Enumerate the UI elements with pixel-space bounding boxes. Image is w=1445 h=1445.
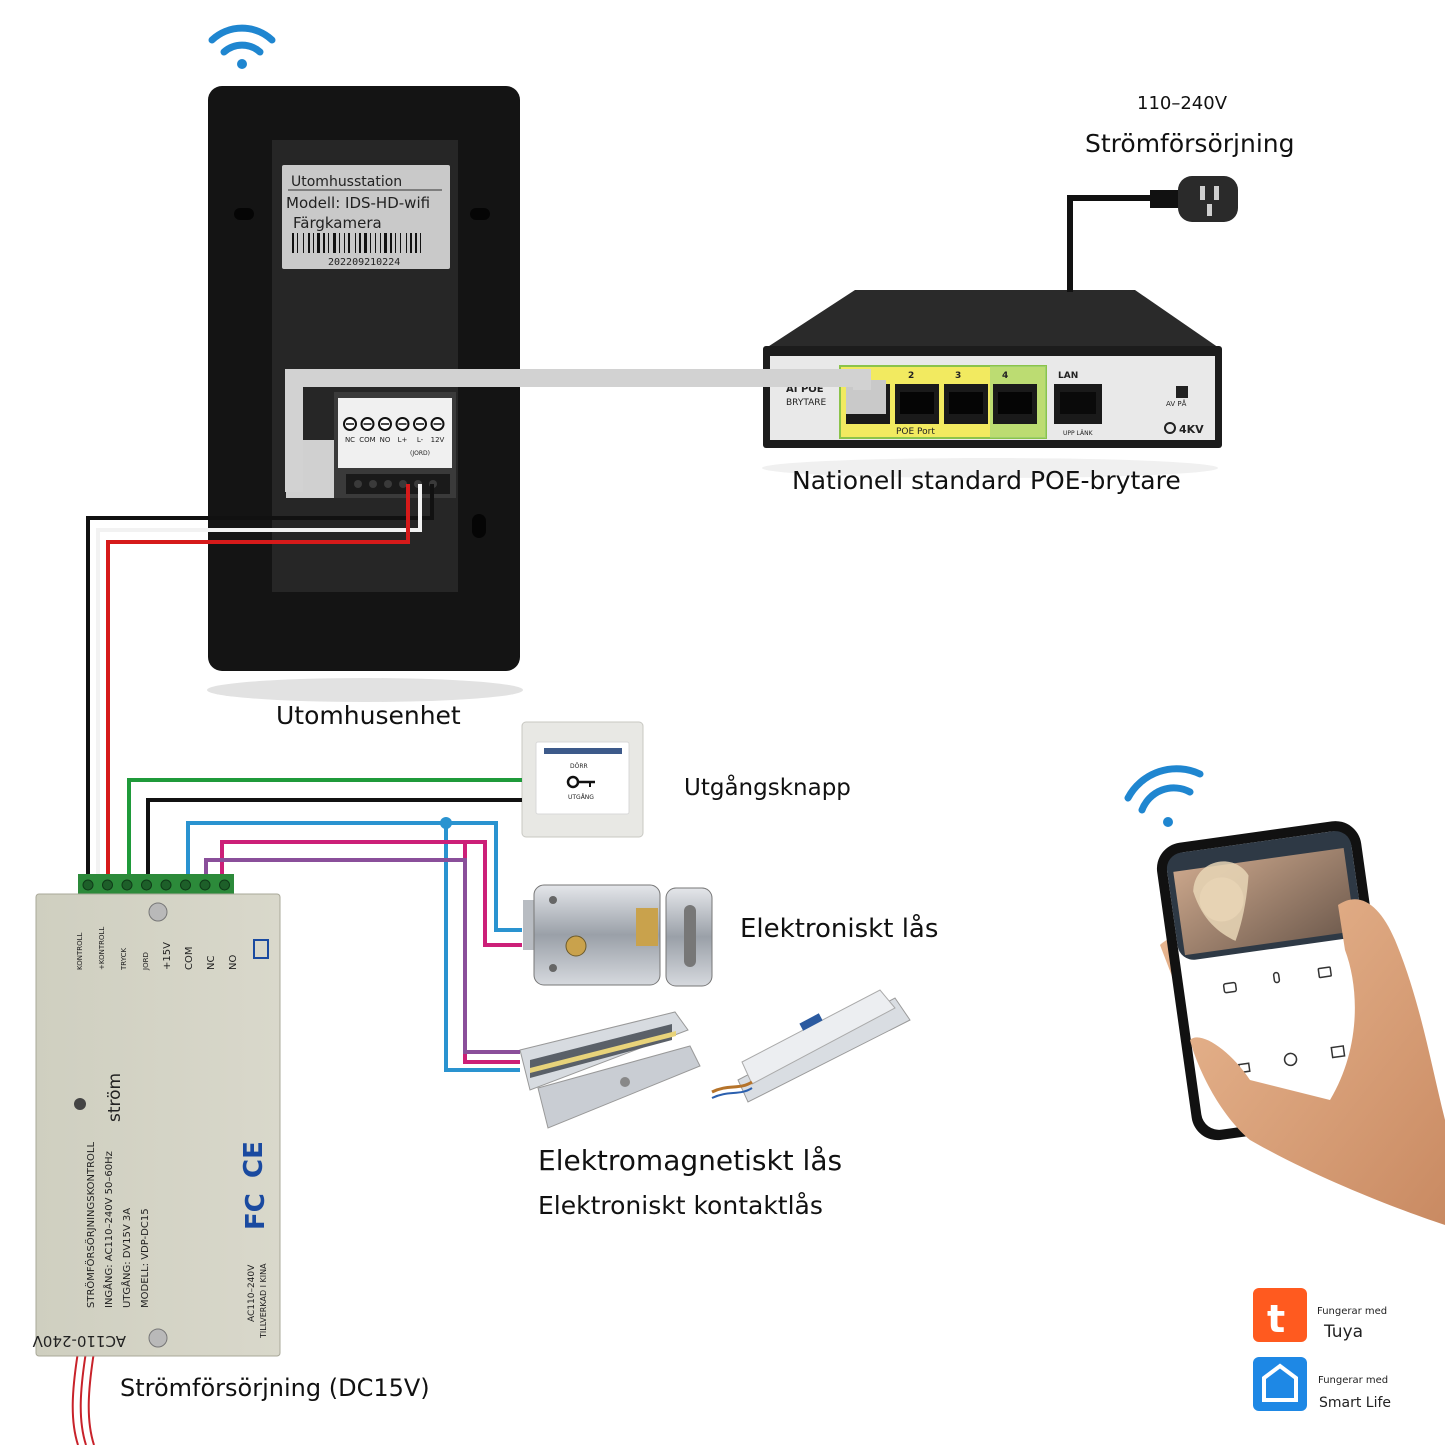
psu-spec-line: MODELL: VDP-DC15 — [140, 1208, 151, 1308]
psu-terminal-label: +15V — [162, 942, 173, 970]
poe-port-label: POE Port — [896, 427, 935, 437]
lan-label: LAN — [1058, 371, 1078, 381]
key-cylinder — [565, 935, 587, 957]
label-mains-supply: Strömförsörjning — [1085, 129, 1294, 158]
label-em-lock: Elektromagnetiskt lås — [538, 1144, 842, 1177]
sticker-serial: 202209210224 — [328, 257, 400, 268]
psu-spec-line: UTGÅNG: DV15V 3A — [120, 1208, 133, 1308]
record-icon — [1317, 966, 1332, 979]
smartlife-caption: Fungerar med — [1318, 1375, 1388, 1386]
control-wires — [86, 484, 522, 1072]
psu-terminal-label: +KONTROLL — [98, 927, 106, 970]
wire-black-outdoor — [86, 484, 434, 880]
terminal-note: (JORD) — [410, 450, 430, 457]
wire-green-exit — [127, 778, 522, 880]
psu-spec-line: STRÖMFÖRSÖRJNINGSKONTROLL — [84, 1142, 97, 1308]
network-cable — [285, 369, 871, 492]
sticker-model: Modell: IDS-HD-wifi — [286, 194, 430, 212]
device-sticker: Utomhusstation Modell: IDS-HD-wifi Färgk… — [282, 165, 450, 269]
terminal-label: 12V — [431, 436, 445, 444]
label-exit-button: Utgångsknapp — [684, 773, 851, 801]
exit-button-top-text: DÖRR — [570, 763, 588, 770]
kv-label: 4KV — [1179, 423, 1204, 436]
wire-purple-emlock — [204, 858, 520, 1054]
wire-magenta-lock — [220, 840, 522, 947]
label-poe-switch: Nationell standard POE-brytare — [792, 466, 1181, 495]
mains-plug — [1067, 176, 1238, 292]
outdoor-unit: Utomhusstation Modell: IDS-HD-wifi Färgk… — [207, 86, 523, 702]
psu-brand: ström — [105, 1073, 125, 1122]
label-contact-lock: Elektroniskt kontaktlås — [538, 1191, 823, 1220]
wire-blue-emlock — [444, 823, 520, 1072]
port-number: 2 — [908, 371, 914, 381]
terminal-label: L- — [417, 436, 424, 444]
label-mains-voltage: 110–240V — [1137, 93, 1228, 114]
psu-terminal-label: JORD — [142, 952, 150, 971]
key-icon — [566, 775, 595, 789]
tuya-logo-letter: t — [1267, 1297, 1285, 1341]
terminal-label: NC — [345, 436, 355, 444]
contact-lock — [711, 989, 911, 1103]
wire-magenta-emlock — [463, 842, 520, 1064]
port-number: 4 — [1002, 371, 1008, 381]
mode-switch — [1176, 386, 1188, 398]
psu-model-icon — [253, 939, 269, 959]
poe-brand: AI POE — [786, 384, 824, 395]
gallery-icon — [1330, 1045, 1346, 1059]
psu-ac-text: AC110–240V — [247, 1264, 257, 1322]
wire-white-outdoor — [96, 484, 422, 880]
sticker-title: Utomhusstation — [291, 174, 402, 190]
power-supply: KONTROLL +KONTROLL TRYCK JORD +15V COM NC NO st… — [32, 874, 281, 1445]
terminal-label: COM — [359, 436, 375, 444]
psu-spec-line: INGÅNG: AC110–240V 50–60Hz — [102, 1151, 115, 1308]
terminal-label: NO — [380, 436, 391, 444]
label-electronic-lock: Elektroniskt lås — [740, 913, 938, 944]
psu-terminal-label: KONTROLL — [76, 932, 84, 970]
barcode — [292, 233, 421, 253]
smartlife-badge[interactable]: Fungerar med Smart Life — [1253, 1357, 1391, 1411]
psu-terminal-label: COM — [184, 947, 195, 970]
wire-black-exit — [146, 798, 522, 880]
camera-icon — [1222, 981, 1238, 994]
electronic-lock — [523, 884, 713, 987]
psu-terminal-label: NO — [228, 955, 239, 970]
smartlife-name: Smart Life — [1319, 1395, 1391, 1411]
wire-red-outdoor — [106, 484, 410, 880]
ce-mark: CE — [239, 1141, 269, 1178]
psu-bottom-edge: AC110-240V — [32, 1332, 126, 1350]
psu-made-in: TILLVERKAD I KINA — [259, 1263, 268, 1339]
port-number: 3 — [955, 371, 961, 381]
terminal-label: L+ — [398, 436, 408, 444]
label-psu: Strömförsörjning (DC15V) — [120, 1374, 430, 1402]
psu-terminal-strip — [78, 874, 234, 896]
tuya-badge[interactable]: t Fungerar med Tuya — [1253, 1288, 1387, 1342]
rotate-icon — [1283, 1052, 1298, 1067]
wifi-icon-phone — [1124, 765, 1204, 827]
tuya-caption: Fungerar med — [1317, 1306, 1387, 1317]
sticker-camera: Färgkamera — [293, 214, 382, 232]
electromagnetic-lock — [519, 1011, 701, 1129]
psu-terminal-label: NC — [206, 956, 217, 970]
exit-button[interactable]: DÖRR UTGÅNG — [521, 721, 644, 838]
psu-led — [74, 1098, 86, 1110]
mode-label: AV PÅ — [1166, 399, 1187, 408]
terminal-block: NC COM NO L+ L- 12V (JORD) — [334, 392, 456, 498]
fc-mark: FC — [241, 1193, 271, 1230]
label-outdoor-unit: Utomhusenhet — [276, 701, 461, 730]
tuya-name: Tuya — [1323, 1322, 1363, 1342]
wire-blue-lock — [186, 821, 522, 932]
exit-button-bottom-text: UTGÅNG — [568, 794, 594, 801]
lan-port — [1054, 384, 1102, 424]
smartlife-logo — [1253, 1357, 1307, 1411]
psu-terminal-label: TRYCK — [120, 948, 128, 971]
poe-name: BRYTARE — [786, 398, 827, 408]
microphone-icon — [1272, 971, 1281, 984]
uplink-label: UPP LÄNK — [1063, 430, 1094, 437]
tuya-logo — [1253, 1288, 1307, 1342]
wifi-icon — [208, 24, 276, 69]
smartphone — [1156, 821, 1445, 1225]
